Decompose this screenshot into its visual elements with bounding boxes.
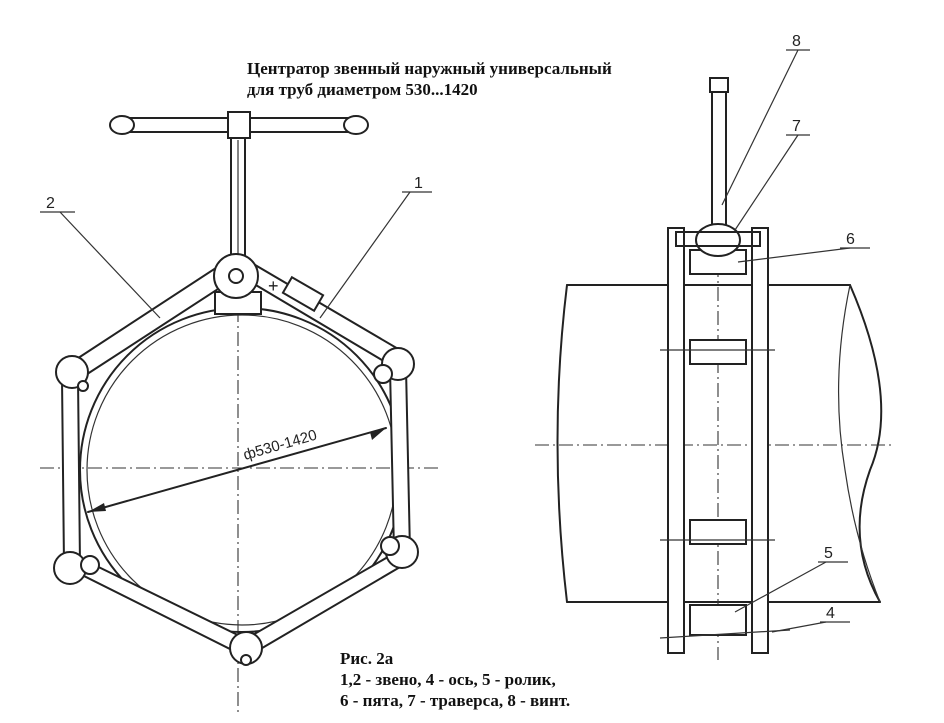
link-bottom-right — [242, 548, 414, 656]
callout-7: 7 — [734, 118, 810, 231]
drawing-title: Центратор звенный наружный универсальный… — [247, 58, 612, 100]
t-handle — [109, 111, 369, 269]
svg-text:6: 6 — [846, 231, 855, 248]
diameter-dimension: ф530-1420 — [87, 427, 387, 513]
roller-top-left — [55, 355, 89, 389]
callout-4: 4 — [771, 605, 850, 633]
svg-text:7: 7 — [792, 118, 801, 135]
link-chain — [60, 260, 414, 656]
title-line-2: для труб диаметром 530...1420 — [247, 80, 478, 99]
pipe-side — [535, 284, 895, 603]
callout-2: 2 — [40, 195, 161, 319]
side-plate-right — [751, 227, 769, 654]
link-1-slot — [281, 275, 325, 313]
svg-text:5: 5 — [824, 545, 833, 562]
svg-text:1: 1 — [414, 175, 423, 192]
rollers — [53, 347, 419, 666]
link-left — [60, 377, 82, 566]
callout-6: 6 — [737, 231, 870, 263]
top-hinge: + — [213, 253, 279, 315]
plus-mark: + — [268, 276, 279, 296]
screw-assembly — [675, 77, 761, 257]
title-line-1: Центратор звенный наружный универсальный — [247, 59, 612, 78]
svg-text:8: 8 — [792, 33, 801, 50]
callout-1: 1 — [319, 175, 432, 319]
caption-line-2: 6 - пята, 7 - траверса, 8 - винт. — [340, 691, 571, 710]
svg-text:4: 4 — [826, 605, 835, 622]
screw — [711, 91, 727, 233]
side-view: 8 7 6 5 4 — [535, 33, 895, 660]
link-right — [388, 367, 412, 553]
roller-side — [689, 604, 747, 636]
link-2 — [64, 260, 237, 382]
side-frame — [659, 95, 791, 660]
svg-text:2: 2 — [46, 195, 55, 212]
side-plate-left — [667, 227, 685, 654]
callout-8: 8 — [721, 33, 810, 206]
caption-line-1: 1,2 - звено, 4 - ось, 5 - ролик, — [340, 670, 556, 689]
front-view: + ф530-1420 2 — [40, 111, 440, 715]
figure-caption: Рис. 2а 1,2 - звено, 4 - ось, 5 - ролик,… — [340, 648, 570, 711]
caption-figure-number: Рис. 2а — [340, 649, 394, 668]
screw-head — [709, 77, 729, 93]
callout-5: 5 — [734, 545, 848, 613]
